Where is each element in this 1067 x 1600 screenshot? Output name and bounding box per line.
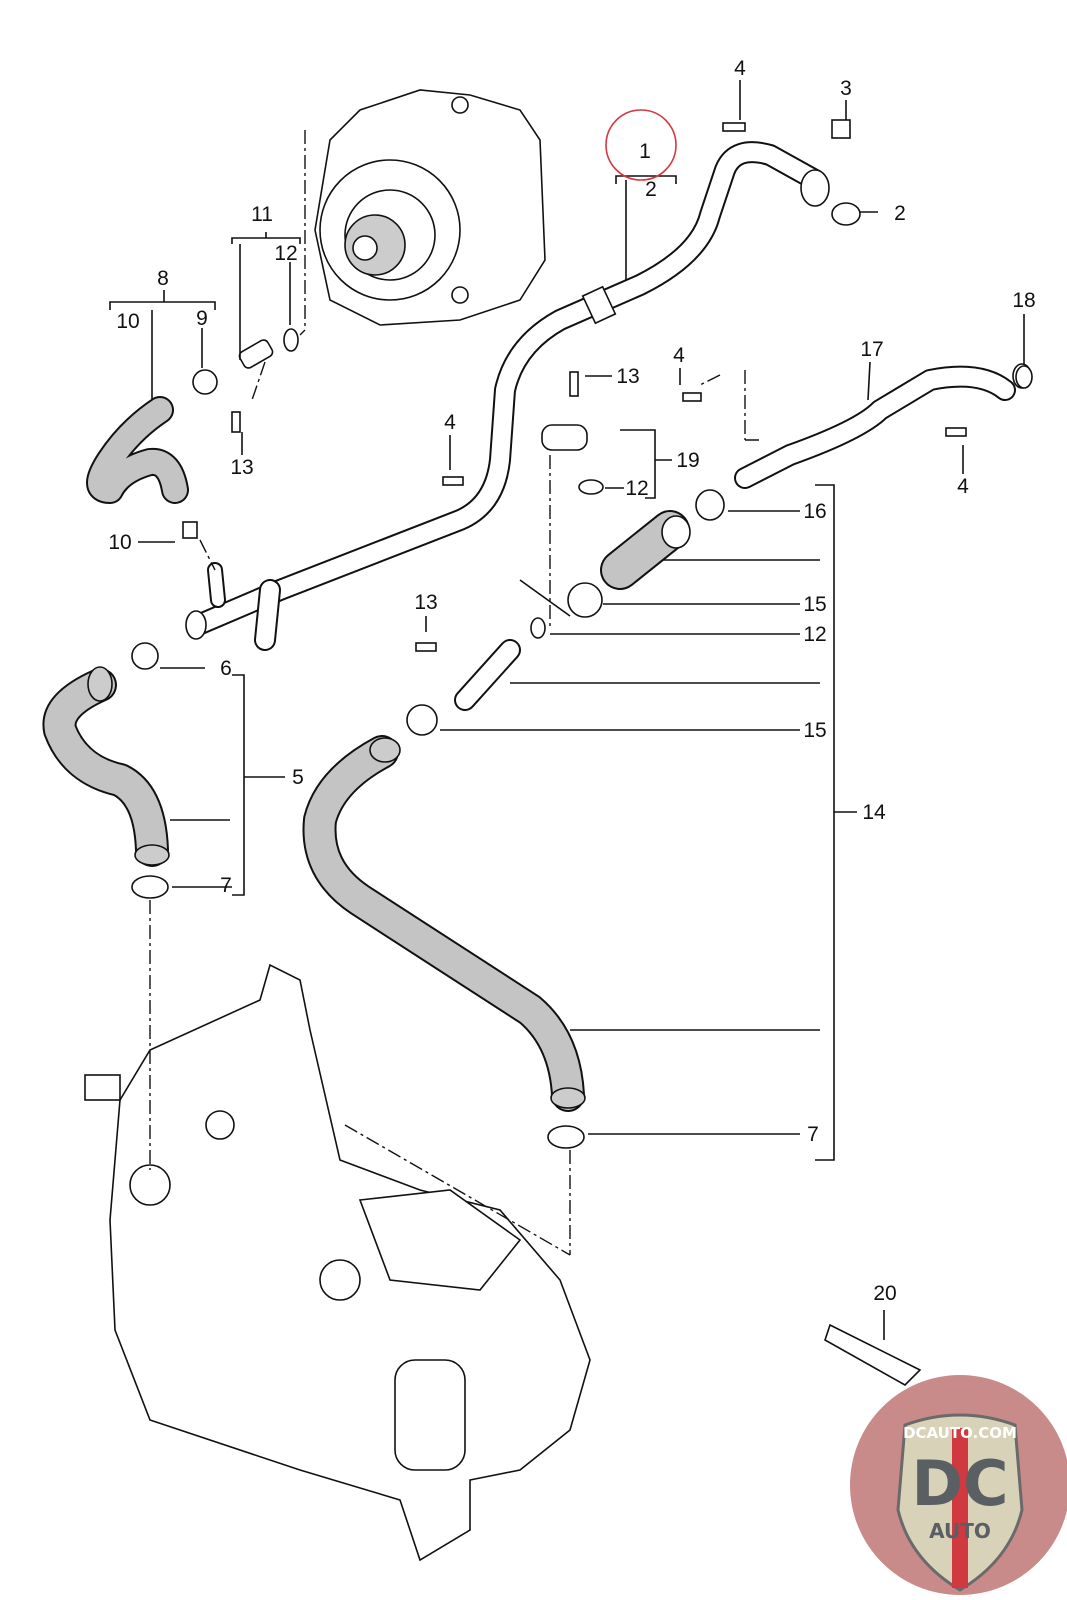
callout: 4 [673, 344, 685, 367]
coolant-pipe-1 [185, 141, 830, 651]
logo-main-text: DC [912, 1447, 1009, 1520]
callout: 4 [957, 475, 969, 498]
callout: 1 [639, 140, 651, 163]
callout: 13 [230, 456, 253, 479]
callout: 10 [108, 531, 131, 554]
callout: 12 [803, 623, 826, 646]
callout: 14 [862, 801, 886, 824]
callout: 12 [625, 477, 648, 500]
callout: 7 [807, 1123, 819, 1146]
callout-labels: 4 3 1 2 2 11 12 8 10 9 18 17 4 13 4 13 1… [108, 57, 1035, 1305]
hose-14 [302, 510, 691, 1112]
hose-5 [42, 666, 170, 867]
logo-sub-text: AUTO [929, 1519, 991, 1543]
callout: 4 [734, 57, 746, 80]
callout: 16 [803, 500, 826, 523]
callout: 6 [220, 657, 232, 680]
highlight-circle [605, 109, 677, 181]
callout: 2 [894, 202, 906, 225]
callout: 15 [803, 593, 826, 616]
callout: 13 [414, 591, 437, 614]
callout: 17 [860, 338, 883, 361]
callout: 4 [444, 411, 456, 434]
callout: 13 [616, 365, 639, 388]
callout: 5 [292, 766, 304, 789]
callout: 7 [220, 874, 232, 897]
callout: 10 [116, 310, 139, 333]
callout: 11 [251, 203, 273, 226]
alternator [314, 89, 546, 326]
callout: 18 [1012, 289, 1035, 312]
callout: 20 [873, 1282, 896, 1305]
callout: 9 [196, 307, 208, 330]
callout: 15 [803, 719, 826, 742]
callout: 2 [645, 178, 657, 201]
callout: 3 [840, 77, 852, 100]
leader-lines [109, 80, 1025, 1340]
callout: 12 [274, 242, 297, 265]
callout: 19 [676, 449, 699, 472]
dcauto-logo: DCAUTO.COM DC AUTO [850, 1375, 1067, 1595]
oil-filter-housing [84, 963, 591, 1562]
hose-10 [86, 396, 189, 504]
small-parts [131, 119, 1033, 1386]
callout: 8 [157, 267, 169, 290]
logo-top-text: DCAUTO.COM [903, 1424, 1017, 1442]
coolant-pipe-17 [734, 363, 1032, 489]
